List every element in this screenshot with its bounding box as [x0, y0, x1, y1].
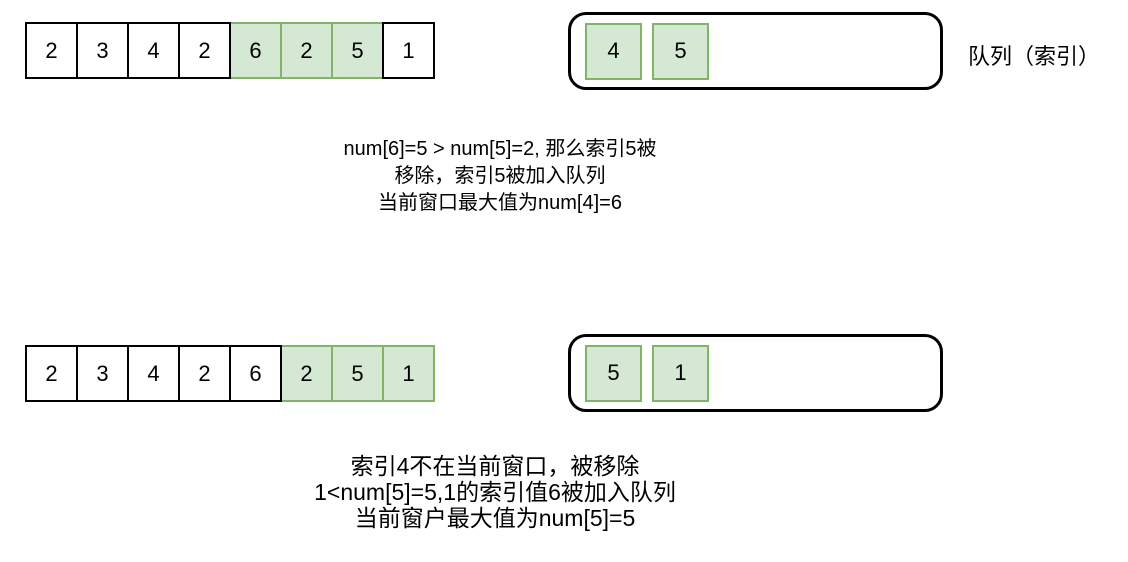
array-row-1: 2 3 4 2 6 2 5 1	[25, 22, 435, 79]
caption-line: 1<num[5]=5,1的索引值6被加入队列	[314, 479, 676, 505]
queue-label: 队列（索引）	[968, 44, 1101, 69]
array-cell-highlighted: 1	[382, 345, 435, 402]
array-cell-highlighted: 5	[331, 22, 384, 79]
queue-item: 1	[652, 344, 709, 402]
array-cell: 2	[25, 345, 78, 402]
array-cell: 1	[382, 22, 435, 79]
array-row-2: 2 3 4 2 6 2 5 1	[25, 345, 435, 402]
queue-box-2: 5 1	[568, 334, 943, 412]
array-cell: 6	[229, 345, 282, 402]
caption-step-2: 索引4不在当前窗口，被移除 1<num[5]=5,1的索引值6被加入队列 当前窗…	[0, 453, 990, 531]
queue-item: 5	[652, 22, 709, 80]
array-cell: 2	[178, 22, 231, 79]
array-cell: 4	[127, 345, 180, 402]
array-cell: 2	[25, 22, 78, 79]
array-cell-highlighted: 2	[280, 345, 333, 402]
array-cell: 2	[178, 345, 231, 402]
array-cell-highlighted: 5	[331, 345, 384, 402]
array-cell: 3	[76, 345, 129, 402]
array-cell: 4	[127, 22, 180, 79]
caption-line: 当前窗户最大值为num[5]=5	[354, 505, 636, 531]
caption-line: 当前窗口最大值为num[4]=6	[378, 192, 622, 214]
caption-line: 移除，索引5被加入队列	[394, 165, 606, 187]
array-cell-highlighted: 2	[280, 22, 333, 79]
array-cell-highlighted: 6	[229, 22, 282, 79]
array-cell: 3	[76, 22, 129, 79]
queue-box-1: 4 5	[568, 12, 943, 90]
queue-item: 5	[585, 344, 642, 402]
caption-step-1: num[6]=5 > num[5]=2, 那么索引5被 移除，索引5被加入队列 …	[0, 136, 1000, 217]
queue-item: 4	[585, 22, 642, 80]
caption-line: 索引4不在当前窗口，被移除	[350, 453, 640, 479]
caption-line: num[6]=5 > num[5]=2, 那么索引5被	[343, 138, 657, 160]
